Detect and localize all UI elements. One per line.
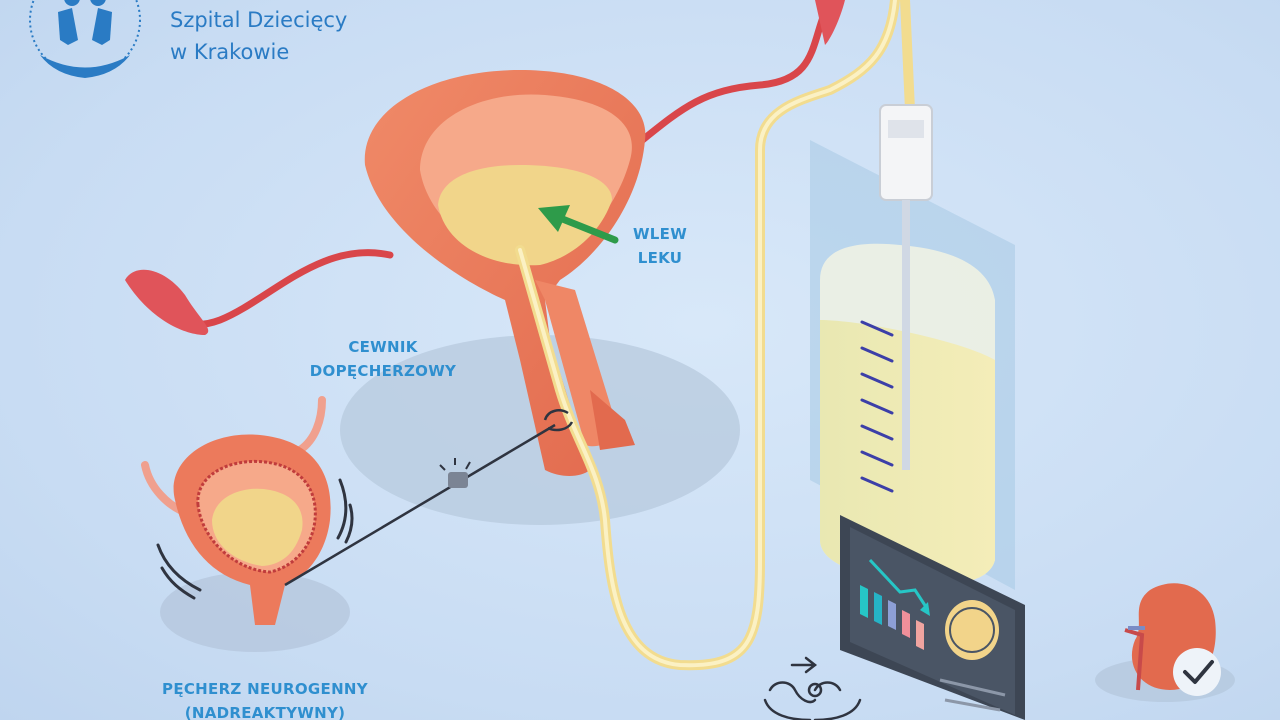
chart-icon — [860, 558, 930, 650]
arrow-icon — [538, 205, 619, 244]
neurogenic-bladder — [141, 396, 354, 625]
catheter-line-to-bag — [900, 0, 915, 115]
bag-icon — [810, 104, 1015, 590]
clamp-icon — [284, 409, 574, 587]
label-wlew-leku: WLEW LEKU — [632, 225, 688, 267]
children-in-hand-logo-icon — [29, 0, 141, 78]
ureter-right — [626, 0, 834, 154]
label-pecherz-neurogenny: PĘCHERZ NEUROGENNY (NADREAKTYWNY) — [162, 680, 368, 720]
ureter-right-tip — [815, 0, 845, 45]
bladder-main — [364, 70, 646, 476]
catheter-tube-highlight — [518, 0, 897, 668]
monitor-icon — [840, 515, 1025, 720]
check-icon — [1173, 648, 1221, 696]
label-cewnik: CEWNIK DOPĘCHERZOWY — [309, 338, 457, 380]
hands-care-icon — [763, 656, 862, 720]
ureter-left-tip — [125, 269, 209, 335]
hospital-name: Szpital Dziecięcy w Krakowie — [170, 8, 348, 64]
